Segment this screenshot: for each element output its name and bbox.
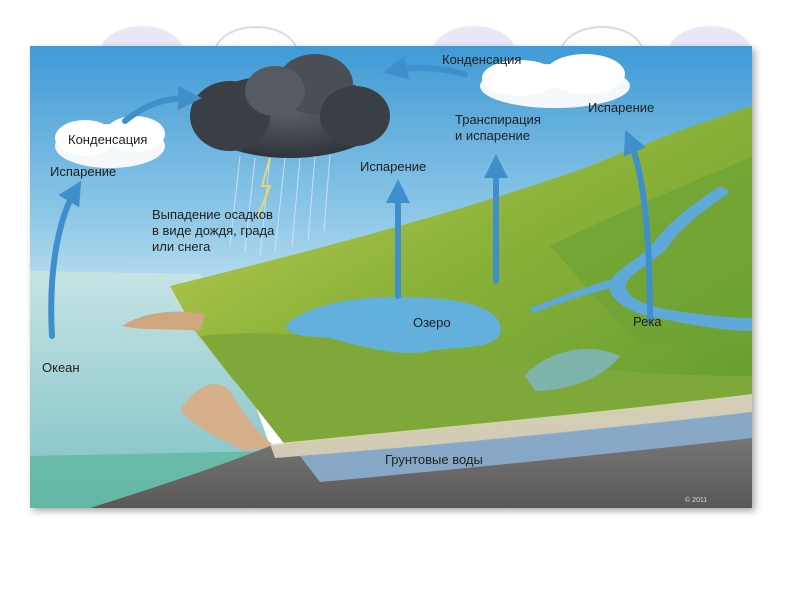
label-precipitation-1: Выпадение осадков [152,207,273,222]
water-cycle-diagram: Конденсация Испарение Выпадение осадков … [30,46,752,508]
label-precipitation-3: или снега [152,239,211,254]
label-river: Река [633,314,662,329]
label-groundwater: Грунтовые воды [385,452,483,467]
label-evaporation-right: Испарение [588,100,654,115]
label-transpiration-1: Транспирация [455,112,541,127]
label-ocean: Океан [42,360,80,375]
label-evaporation-center: Испарение [360,159,426,174]
label-lake: Озеро [413,315,451,330]
label-evaporation-left: Испарение [50,164,116,179]
label-condensation-top: Конденсация [442,52,521,67]
label-condensation-left: Конденсация [68,132,147,147]
watermark: © 2011 [685,496,707,504]
label-transpiration-2: и испарение [455,128,530,143]
label-precipitation-2: в виде дождя, града [152,223,275,238]
